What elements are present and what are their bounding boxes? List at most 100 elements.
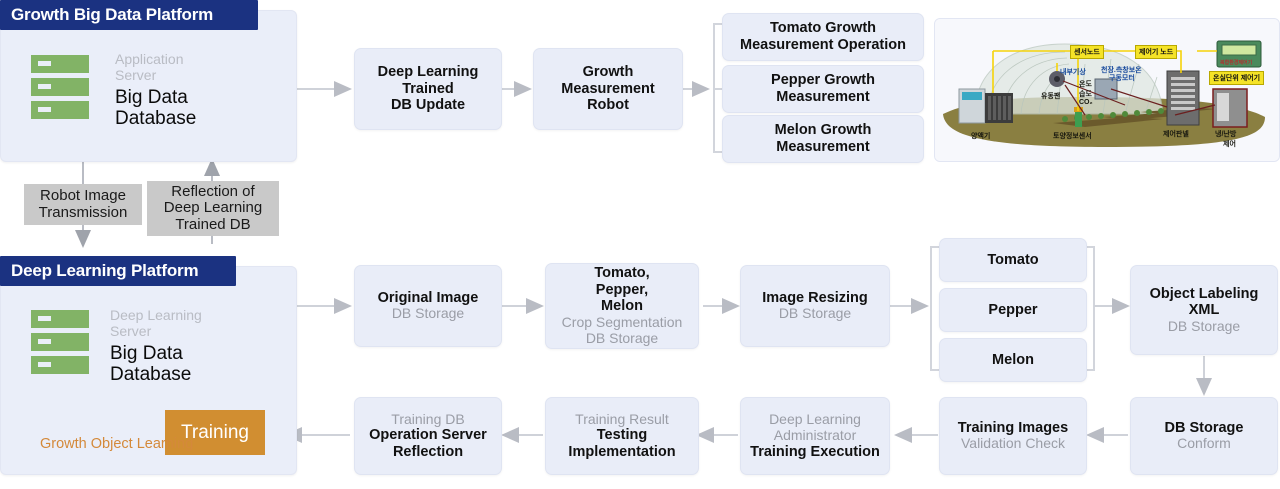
label-control-panel: 제어판넬 (1163, 131, 1189, 138)
node-operation-server-reflection[interactable]: Training DB Operation Server Reflection (354, 397, 502, 475)
deep-server-text: Deep Learning Server Big Data Database (110, 307, 202, 386)
node-line: DB Update (390, 97, 466, 114)
node-line: Image Resizing (762, 289, 868, 306)
node-line: Pepper, (595, 281, 649, 298)
deep-server-sub-2: Server (110, 322, 152, 339)
node-image-resizing[interactable]: Image Resizing DB Storage (740, 265, 890, 347)
node-line: DB Storage (1164, 419, 1244, 436)
node-training-images-validation[interactable]: Training Images Validation Check (939, 397, 1087, 475)
node-line: Crop Segmentation (561, 313, 683, 330)
reflection-label-line3: Trained DB (175, 215, 251, 233)
label-ceiling-motor-line2: 구동모터 (1109, 75, 1135, 82)
growth-server-main-1: Big Data (115, 87, 188, 109)
node-line: Melon (992, 351, 1034, 368)
label-co2: CO₂ (1079, 99, 1093, 106)
node-line: Pepper Growth (771, 72, 875, 89)
robot-image-transmission-label: Robot Image Transmission (24, 184, 142, 225)
label-sensor-node: 센서노드 (1070, 45, 1104, 59)
label-nutrient-device: 양액기 (971, 133, 991, 140)
node-training-execution[interactable]: Deep Learning Administrator Training Exe… (740, 397, 890, 475)
node-line: Pepper (988, 301, 1038, 318)
label-hvac-line1: 냉/난방 (1215, 131, 1237, 138)
server-rack-icon (31, 310, 89, 374)
node-line: Measurement Operation (740, 37, 906, 53)
growth-object-learning-label: Growth Object Learning (40, 436, 193, 452)
node-line: Trained (402, 80, 454, 97)
label-humidity: 습도 (1079, 91, 1092, 98)
node-line: Deep Learning (377, 64, 479, 81)
node-line: Tomato Growth (769, 20, 877, 37)
node-line: Object Labeling (1149, 285, 1259, 302)
reflection-label-line1: Reflection of (171, 182, 255, 200)
node-line: Measurement (776, 139, 870, 155)
label-internal-weather: 내부기상 (1060, 69, 1086, 76)
node-line: Validation Check (960, 435, 1066, 452)
server-rack-icon (31, 55, 89, 119)
node-line: Measurement (776, 89, 870, 105)
node-line: DB Storage (1167, 317, 1241, 334)
node-db-storage-conform[interactable]: DB Storage Conform (1130, 397, 1278, 475)
growth-server-sub-2: Server (115, 66, 157, 83)
label-ceiling-motor-line1: 천장.측창보온 (1101, 67, 1142, 74)
node-original-image[interactable]: Original Image DB Storage (354, 265, 502, 347)
reflection-label-line2: Deep Learning (163, 199, 263, 217)
node-line: XML (1188, 302, 1220, 319)
node-line: Administrator (773, 426, 857, 443)
node-object-labeling-xml[interactable]: Object Labeling XML DB Storage (1130, 265, 1278, 355)
node-line: Operation Server (369, 427, 487, 444)
growth-server-main-2: Database (115, 108, 197, 130)
node-line: Tomato (987, 251, 1039, 268)
label-temperature: 온도 (1079, 81, 1092, 88)
node-line: Testing (596, 427, 648, 444)
training-box-label: Training (181, 421, 249, 443)
node-line: Training DB (391, 410, 465, 427)
node-crop-tomato[interactable]: Tomato (939, 238, 1087, 282)
robot-label-line1: Robot Image (40, 187, 126, 204)
node-crop-melon[interactable]: Melon (939, 338, 1087, 382)
node-testing-implementation[interactable]: Training Result Testing Implementation (545, 397, 699, 475)
deep-server-sub-1: Deep Learning (110, 307, 202, 323)
node-line: DB Storage (391, 305, 465, 322)
reflection-trained-db-label: Reflection of Deep Learning Trained DB (147, 181, 279, 236)
growth-server-text: Application Server Big Data Database (115, 51, 197, 130)
node-line: Conform (1177, 435, 1231, 452)
node-line: Measurement (561, 80, 655, 97)
robot-label-line2: Transmission (38, 203, 128, 221)
node-line: Tomato, (594, 265, 650, 282)
deep-platform-title: Deep Learning Platform (0, 256, 236, 286)
deep-server-main-1: Big Data (110, 343, 183, 365)
node-line: Robot (587, 97, 629, 114)
node-crop-pepper[interactable]: Pepper (939, 288, 1087, 332)
node-line: DB Storage (585, 329, 659, 346)
growth-platform-title-text: Growth Big Data Platform (11, 5, 214, 24)
greenhouse-smartfarm-illustration: 센서노드 제어기 노드 온실단위 제어기 내부기상 천장.측창보온 구동모터 온… (934, 18, 1280, 162)
node-line: Melon (601, 298, 643, 315)
node-line: DB Storage (778, 305, 852, 322)
node-line: Growth (582, 64, 634, 81)
node-line: Implementation (568, 443, 676, 460)
node-melon-growth-measurement[interactable]: Melon Growth Measurement (722, 115, 924, 163)
node-line: Training Result (575, 410, 669, 427)
node-deep-learning-trained-db-update[interactable]: Deep Learning Trained DB Update (354, 48, 502, 130)
growth-object-line2: Learning (136, 436, 194, 452)
training-box[interactable]: Training (165, 410, 265, 455)
node-pepper-growth-measurement[interactable]: Pepper Growth Measurement (722, 65, 924, 113)
label-controller-node: 제어기 노드 (1135, 45, 1178, 59)
node-crop-segmentation[interactable]: Tomato, Pepper, Melon Crop Segmentation … (545, 263, 699, 349)
label-device-badge: 복합환경제어기 (1220, 60, 1253, 66)
label-soil-sensor: 토양정보센서 (1053, 133, 1092, 140)
node-growth-measurement-robot[interactable]: Growth Measurement Robot (533, 48, 683, 130)
label-greenhouse-controller: 온실단위 제어기 (1209, 71, 1265, 85)
deep-platform-title-text: Deep Learning Platform (11, 261, 199, 280)
node-line: Training Images (957, 419, 1069, 436)
node-line: Reflection (392, 443, 464, 460)
deep-server-main-2: Database (110, 364, 192, 386)
greenhouse-svg (935, 19, 1279, 161)
label-hvac-line2: 제어 (1223, 141, 1236, 148)
growth-object-line1: Growth Object (40, 436, 133, 452)
node-line: Deep Learning (769, 410, 861, 427)
node-line: Melon Growth (774, 122, 872, 139)
node-line: Training Execution (750, 443, 880, 460)
node-tomato-growth-measurement-operation[interactable]: Tomato Growth Measurement Operation (722, 13, 924, 61)
